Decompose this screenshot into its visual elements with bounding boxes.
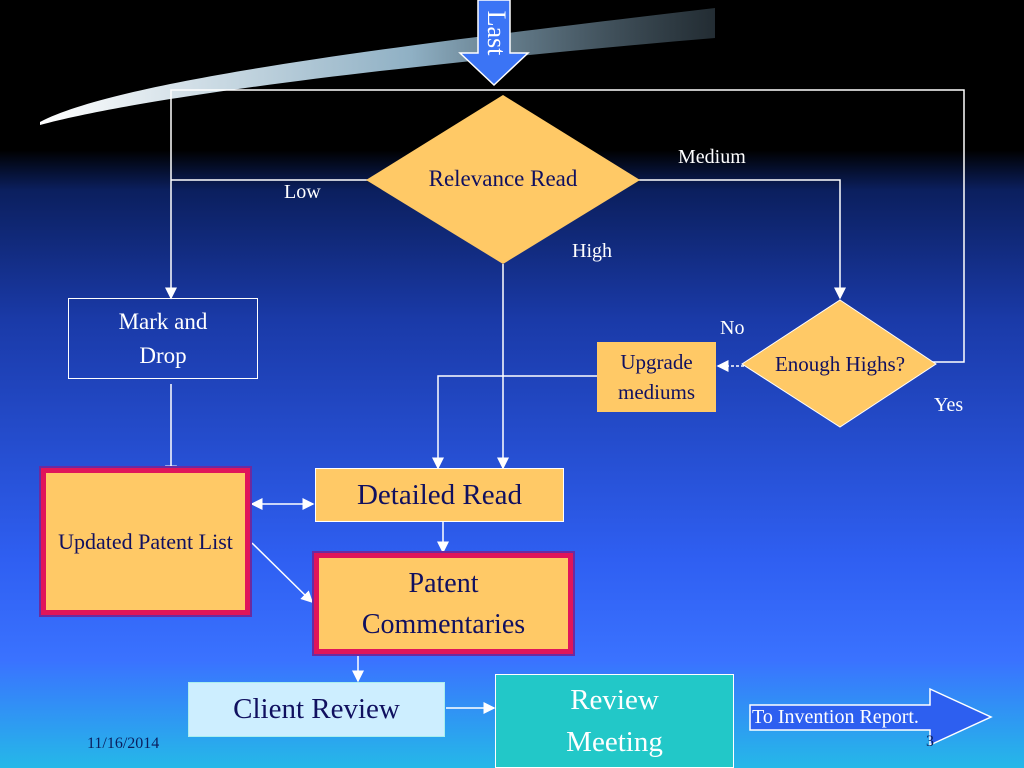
detailed-read-box: Detailed Read bbox=[315, 468, 564, 522]
footer-date: 11/16/2014 bbox=[87, 735, 160, 752]
relevance-read-diamond bbox=[366, 95, 640, 264]
upgrade-mediums-box: Upgrade mediums bbox=[597, 342, 716, 412]
edge-label-yes: Yes bbox=[934, 394, 964, 416]
to-invention-report-label: To Invention Report. bbox=[752, 706, 919, 728]
connector-upgrade-detailed bbox=[432, 375, 597, 470]
updated-patent-list-label: Updated Patent List bbox=[58, 528, 233, 554]
edge-label-low: Low bbox=[284, 181, 321, 203]
connector-updated-commentaries bbox=[251, 542, 314, 604]
edge-label-high: High bbox=[572, 240, 612, 262]
updated-patent-list-box: Updated Patent List bbox=[41, 468, 250, 615]
footer-page-number: 3 bbox=[926, 733, 934, 750]
patent-commentaries-box: Patent Commentaries bbox=[314, 553, 573, 654]
client-review-box: Client Review bbox=[188, 682, 445, 737]
comet-streak bbox=[40, 8, 715, 125]
enough-highs-diamond bbox=[741, 299, 937, 428]
connector-yes-loop bbox=[165, 89, 965, 363]
last-arrow-shape bbox=[458, 0, 530, 87]
mark-and-drop-label: Mark and Drop bbox=[118, 308, 208, 368]
detailed-read-label: Detailed Read bbox=[356, 478, 523, 511]
patent-commentaries-label: Patent Commentaries bbox=[361, 567, 526, 640]
edge-label-no: No bbox=[720, 317, 745, 339]
relevance-read-label: Relevance Read bbox=[428, 166, 578, 191]
client-review-label: Client Review bbox=[233, 693, 400, 725]
invention-report-arrow-shape bbox=[749, 687, 993, 747]
edge-label-medium: Medium bbox=[678, 146, 746, 168]
enough-highs-label: Enough Highs? bbox=[774, 352, 906, 376]
mark-and-drop-box: Mark and Drop bbox=[68, 298, 258, 379]
review-meeting-box: Review Meeting bbox=[495, 674, 734, 768]
review-meeting-label: Review Meeting bbox=[566, 684, 663, 758]
last-label: Last bbox=[482, 10, 511, 56]
upgrade-mediums-label: Upgrade mediums bbox=[618, 350, 695, 404]
connector-medium bbox=[638, 179, 846, 300]
